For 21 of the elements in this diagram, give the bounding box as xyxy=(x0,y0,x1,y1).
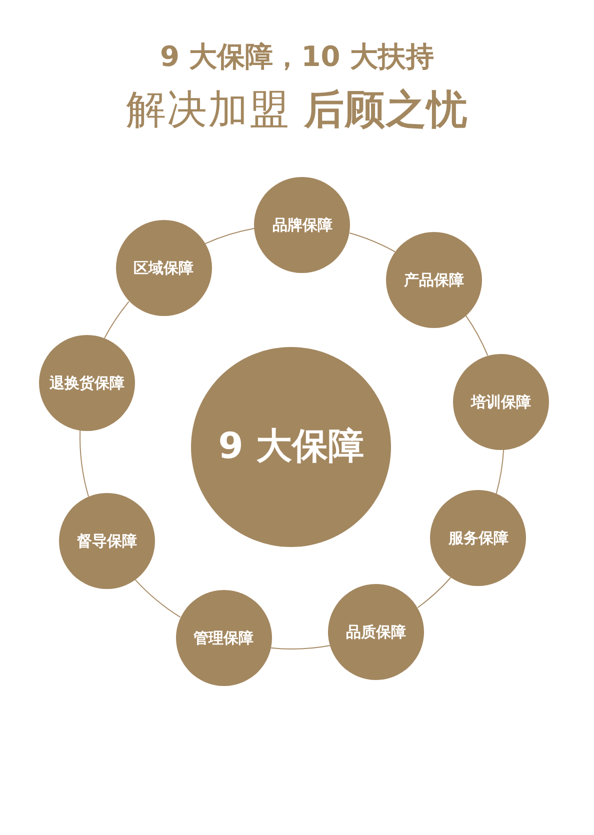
ring-connector xyxy=(270,645,331,650)
guarantee-label: 退换货保障 xyxy=(50,374,125,392)
guarantee-label: 管理保障 xyxy=(194,628,254,647)
ring-connector xyxy=(496,449,504,494)
ring-connector xyxy=(349,232,396,252)
hub-label: 9 大保障 xyxy=(218,425,364,469)
guarantee-label: 品牌保障 xyxy=(272,216,332,234)
subtitle: 解决加盟 后顾之忧 xyxy=(126,86,468,134)
ring-connector xyxy=(134,579,181,618)
title: 9 大保障，10 大扶持 xyxy=(160,40,434,74)
ring-connector xyxy=(417,577,452,608)
ring-connector xyxy=(465,315,488,356)
guarantee-label: 产品保障 xyxy=(404,270,464,289)
guarantee-label: 区域保障 xyxy=(134,259,194,278)
ring-connector xyxy=(104,301,130,339)
ring-connector xyxy=(204,228,255,244)
guarantee-label: 服务保障 xyxy=(448,529,508,548)
ring-connector xyxy=(80,430,89,497)
guarantee-label: 培训保障 xyxy=(471,392,532,411)
guarantee-label: 督导保障 xyxy=(77,532,138,550)
guarantee-label: 品质保障 xyxy=(346,622,406,641)
